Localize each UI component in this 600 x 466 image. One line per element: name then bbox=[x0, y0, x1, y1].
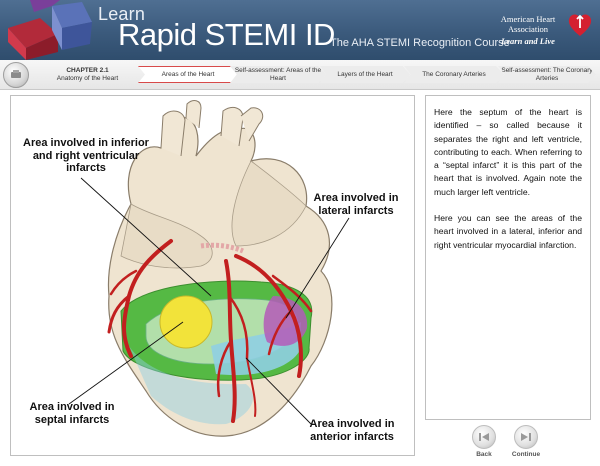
callout-anterior: Area involved in anterior infarcts bbox=[309, 418, 395, 443]
description-panel: Here the septum of the heart is identifi… bbox=[425, 95, 591, 420]
coronary-arteries bbox=[107, 239, 313, 423]
back-arrow-icon bbox=[479, 433, 489, 441]
app-header: Learn Rapid STEMI ID The AHA STEMI Recog… bbox=[0, 0, 600, 60]
chapter-title: Anatomy of the Heart bbox=[56, 75, 119, 82]
callout-lateral: Area involved in lateral infarcts bbox=[313, 192, 399, 217]
back-button[interactable] bbox=[472, 425, 496, 449]
chapter-indicator: CHAPTER 2.1 Anatomy of the Heart bbox=[40, 67, 135, 83]
forward-arrow-icon bbox=[521, 433, 531, 441]
step-layers-of-heart[interactable]: Layers of the Heart bbox=[320, 66, 410, 83]
org-name-line2: Association bbox=[507, 24, 549, 34]
septal-zone bbox=[159, 295, 213, 349]
aha-wordmark: American Heart Association Learn and Liv… bbox=[488, 14, 568, 46]
continue-button[interactable] bbox=[514, 425, 538, 449]
callout-septal: Area involved in septal infarcts bbox=[29, 401, 115, 426]
callout-leader-lines bbox=[68, 177, 350, 425]
description-paragraph-2: Here you can see the areas of the heart … bbox=[434, 213, 582, 250]
home-button[interactable] bbox=[3, 62, 29, 88]
course-subtitle: The AHA STEMI Recognition Course bbox=[330, 37, 510, 49]
description-paragraph-1: Here the septum of the heart is identifi… bbox=[434, 107, 582, 197]
heart-illustration bbox=[68, 100, 350, 437]
org-tagline: Learn and Live bbox=[501, 36, 555, 46]
step-label: Self-assessment: The Coronary Arteries bbox=[501, 67, 593, 82]
heart-figure-panel: Area involved in inferior and right vent… bbox=[10, 95, 415, 456]
step-label: Areas of the Heart bbox=[161, 70, 215, 78]
learn-label: Learn bbox=[98, 4, 146, 24]
org-name-line1: American Heart bbox=[500, 14, 556, 24]
step-label: Layers of the Heart bbox=[337, 70, 393, 78]
step-areas-of-heart[interactable]: Areas of the Heart bbox=[138, 66, 238, 83]
chapter-number: CHAPTER 2.1 bbox=[66, 67, 109, 74]
step-label: Self-assessment: Areas of the Heart bbox=[234, 67, 322, 82]
chapter-nav-bar: CHAPTER 2.1 Anatomy of the Heart Areas o… bbox=[0, 60, 600, 90]
continue-label: Continue bbox=[511, 451, 541, 458]
heart-torch-logo-icon bbox=[568, 14, 592, 36]
step-self-assessment-coronary[interactable]: Self-assessment: The Coronary Arteries bbox=[498, 66, 596, 83]
step-label: The Coronary Arteries bbox=[422, 70, 486, 78]
step-self-assessment-areas[interactable]: Self-assessment: Areas of the Heart bbox=[230, 66, 326, 83]
step-coronary-arteries[interactable]: The Coronary Arteries bbox=[404, 66, 504, 83]
logo-cubes-graphic bbox=[8, 0, 92, 60]
product-title: Rapid STEMI ID bbox=[118, 17, 335, 52]
back-label: Back bbox=[476, 451, 492, 458]
home-icon bbox=[11, 70, 21, 78]
callout-inferior: Area involved in inferior and right vent… bbox=[23, 137, 149, 174]
